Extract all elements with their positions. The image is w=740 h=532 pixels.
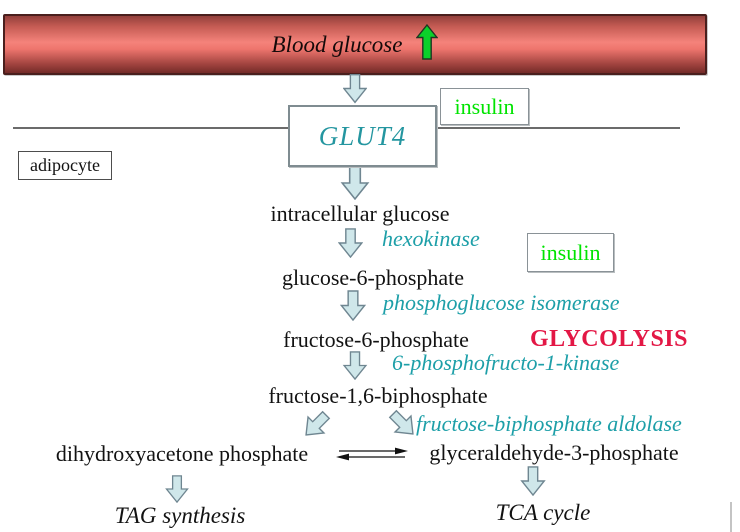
adipocyte-label: adipocyte (30, 155, 100, 175)
flow-diagonal-left-arrow-icon (295, 404, 336, 445)
glycolysis-title: GLYCOLYSIS (530, 326, 688, 352)
enzyme-fructose-biphosphate-aldolase: fructose-biphosphate aldolase (416, 411, 682, 436)
enzyme-6-phosphofructo-1-kinase: 6-phosphofructo-1-kinase (392, 350, 620, 375)
metabolite-fructose-6-phosphate: fructose-6-phosphate (283, 327, 469, 352)
insulin-label: insulin (540, 239, 601, 265)
flow-down-arrow-icon (518, 466, 548, 496)
metabolite-glucose-6-phosphate: glucose-6-phosphate (281, 265, 465, 290)
flow-diagonal-right-arrow-icon (382, 403, 423, 444)
flow-down-arrow-icon (339, 290, 367, 321)
adipocyte-label-box: adipocyte (18, 151, 112, 180)
slide-edge-line (730, 502, 732, 532)
equilibrium-arrows-icon (336, 446, 408, 466)
enzyme-phosphoglucose-isomerase: phosphoglucose isomerase (383, 290, 620, 315)
glut4-transporter-box: GLUT4 (288, 105, 437, 167)
glut4-label: GLUT4 (318, 120, 407, 151)
flow-down-arrow-icon (340, 166, 370, 200)
fate-tag-synthesis: TAG synthesis (114, 503, 246, 528)
flow-down-arrow-icon (338, 228, 363, 258)
metabolite-glyceraldehyde-3-phosphate: glyceraldehyde-3-phosphate (429, 440, 679, 465)
flow-down-arrow-icon (341, 351, 369, 380)
metabolite-intracellular-glucose: intracellular glucose (270, 201, 450, 226)
insulin-label-box-membrane: insulin (440, 88, 529, 125)
flow-down-arrow-icon (163, 475, 191, 503)
metabolite-dihydroxyacetone-phosphate: dihydroxyacetone phosphate (55, 441, 309, 466)
flow-down-arrow-icon (343, 73, 367, 104)
insulin-label: insulin (454, 93, 515, 119)
blood-vessel-banner: Blood glucose (3, 14, 707, 75)
increase-arrow-icon (416, 23, 439, 65)
enzyme-hexokinase: hexokinase (382, 226, 480, 251)
metabolite-fructose-1-6-biphosphate: fructose-1,6-biphosphate (268, 383, 488, 408)
fate-tca-cycle: TCA cycle (495, 500, 591, 525)
insulin-label-box-cytosol: insulin (527, 233, 614, 272)
blood-glucose-label: Blood glucose (271, 31, 403, 57)
